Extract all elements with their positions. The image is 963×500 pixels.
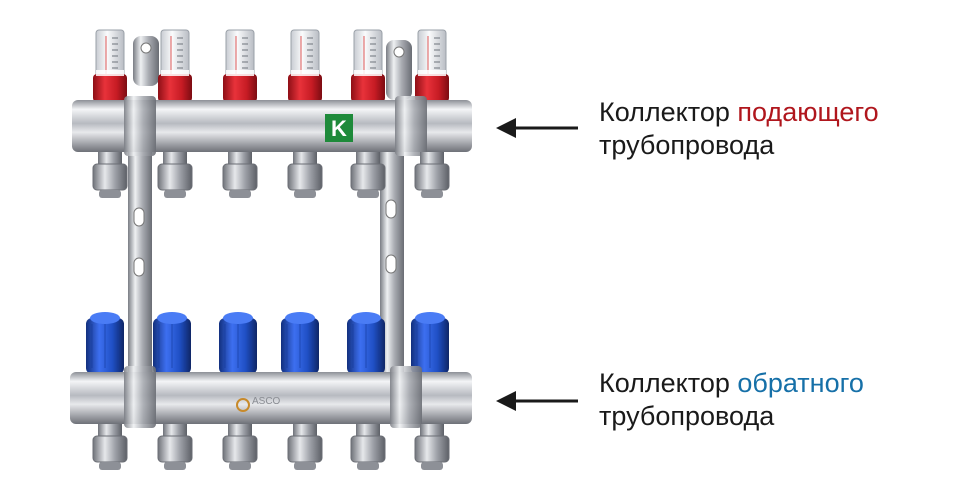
compression-fitting <box>157 152 193 198</box>
blue-valve-cap <box>347 312 385 374</box>
mounting-bracket-left <box>128 120 152 385</box>
mounting-bracket-right <box>380 100 404 385</box>
supply-manifold-label: Коллектор подающего трубопровода <box>599 96 879 162</box>
flowmeter <box>158 29 192 102</box>
return-valve-caps <box>86 312 449 374</box>
compression-fitting <box>92 152 128 198</box>
blue-valve-cap <box>219 312 257 374</box>
supply-brand-badge: K <box>325 114 353 142</box>
return-brand-logo: ASCO <box>236 396 281 412</box>
return-arrow <box>496 391 578 411</box>
return-manifold-bar <box>70 366 472 428</box>
flowmeter <box>351 29 385 102</box>
blue-valve-cap <box>86 312 124 374</box>
compression-fitting <box>350 424 386 470</box>
blue-valve-cap <box>411 312 449 374</box>
flowmeter <box>415 29 449 102</box>
svg-text:K: K <box>331 116 347 141</box>
compression-fitting <box>222 424 258 470</box>
flowmeter <box>223 29 257 102</box>
compression-fitting <box>350 152 386 198</box>
compression-fitting <box>222 152 258 198</box>
svg-text:ASCO: ASCO <box>252 396 281 407</box>
flowmeter <box>288 29 322 102</box>
compression-fitting <box>157 424 193 470</box>
supply-arrow <box>496 118 578 138</box>
compression-fitting <box>92 424 128 470</box>
compression-fitting <box>414 152 450 198</box>
supply-manifold-bar <box>72 96 472 156</box>
return-label-highlight: обратного <box>737 368 864 398</box>
supply-label-highlight: подающего <box>737 97 879 127</box>
return-label-suffix: трубопровода <box>599 401 775 431</box>
blue-valve-cap <box>281 312 319 374</box>
blue-valve-cap <box>153 312 191 374</box>
supply-label-suffix: трубопровода <box>599 130 775 160</box>
supply-label-prefix: Коллектор <box>599 97 738 127</box>
compression-fitting <box>287 152 323 198</box>
return-manifold-label: Коллектор обратного трубопровода <box>599 367 864 433</box>
flowmeter-group <box>93 29 449 102</box>
return-outlet-fittings <box>92 424 450 470</box>
compression-fitting <box>414 424 450 470</box>
return-label-prefix: Коллектор <box>599 368 738 398</box>
flowmeter <box>93 29 127 102</box>
compression-fitting <box>287 424 323 470</box>
supply-outlet-fittings <box>92 152 450 198</box>
